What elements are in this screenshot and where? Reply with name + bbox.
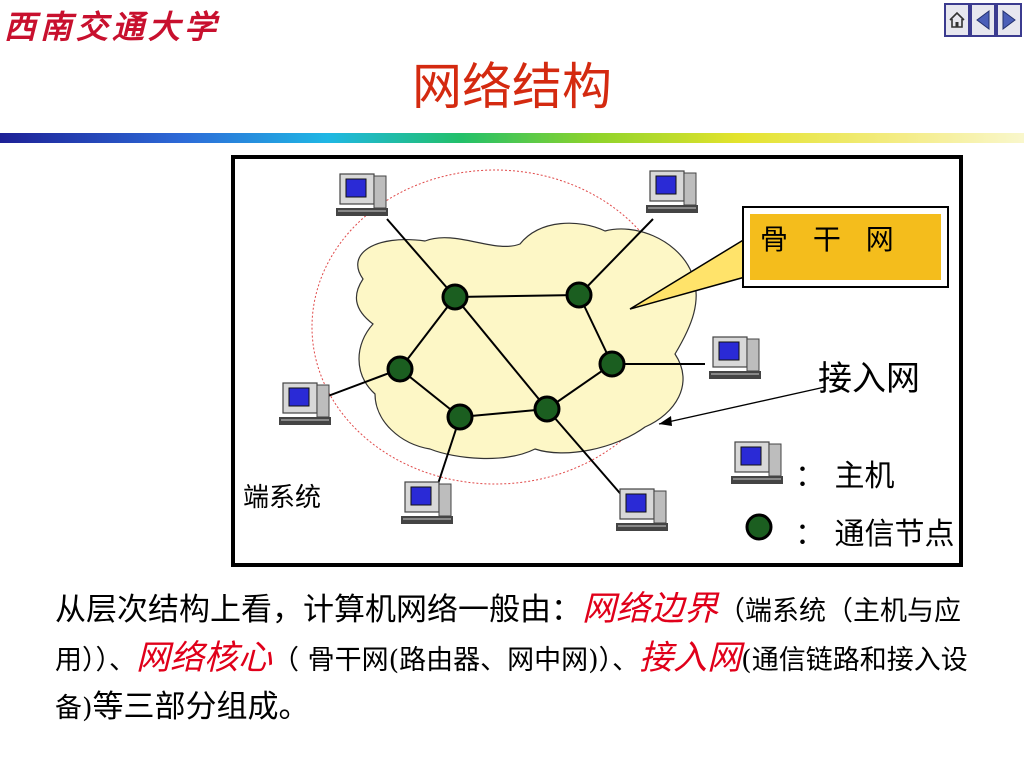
access-arrow — [658, 386, 826, 425]
triangle-right-icon — [1002, 10, 1016, 30]
communication-nodes — [386, 281, 626, 431]
backbone-label: 骨 干 网 — [760, 223, 902, 256]
legend-node-label: ： 通信节点 — [795, 517, 955, 552]
next-slide-button[interactable] — [996, 3, 1022, 37]
paragraph-text-1: 从层次结构上看，计算机网络一般由： — [55, 592, 582, 628]
gradient-divider — [0, 133, 1024, 143]
description-paragraph: 从层次结构上看，计算机网络一般由：网络边界（端系统（主机与应用））、网络核心（ … — [55, 586, 985, 732]
keyword-network-core: 网络核心 — [136, 638, 272, 678]
access-network-label: 接入网 — [818, 359, 920, 399]
paragraph-text-2: （端系统（主机与应用））、 — [55, 596, 961, 676]
paragraph-text-4: (通信链路和接入设备) — [55, 645, 968, 724]
nav-controls — [944, 3, 1022, 37]
legend-node-icon — [745, 513, 773, 541]
home-button[interactable] — [944, 3, 970, 37]
backbone-callout: 骨 干 网 — [742, 206, 949, 288]
backbone-cloud — [355, 222, 697, 460]
university-logo: 西南交通大学 — [4, 8, 221, 46]
paragraph-text-5: 等三部分组成。 — [92, 689, 310, 725]
keyword-network-edge: 网络边界 — [582, 589, 718, 629]
network-diagram: 骨 干 网 接入网 端系统 ： 主机 ： 通信节点 — [231, 155, 963, 567]
triangle-left-icon — [976, 10, 990, 30]
home-icon — [949, 11, 965, 28]
end-system-label: 端系统 — [243, 483, 322, 513]
keyword-access-network: 接入网 — [639, 638, 742, 678]
paragraph-text-3: （ 骨干网(路由器、网中网)）、 — [272, 645, 640, 676]
prev-slide-button[interactable] — [970, 3, 996, 37]
legend-host-label: ： 主机 — [795, 459, 895, 494]
slide-title: 网络结构 — [412, 58, 612, 116]
